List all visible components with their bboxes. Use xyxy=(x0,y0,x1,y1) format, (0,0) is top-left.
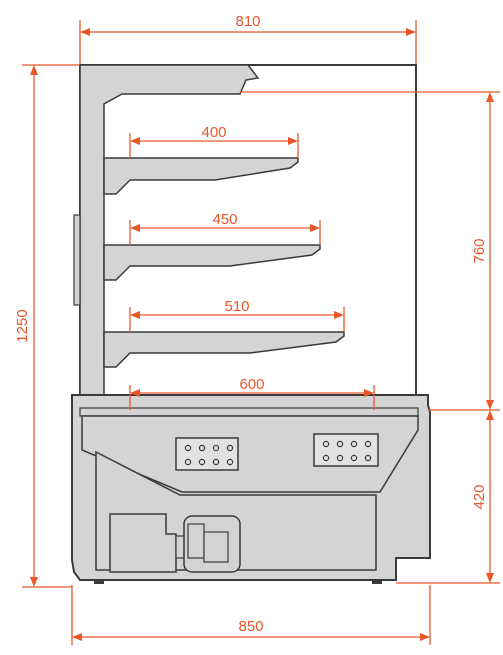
dimension-labels: 810 850 1250 760 420 400 450 510 600 xyxy=(14,13,488,635)
label-width-bottom: 850 xyxy=(238,618,263,635)
foot-left xyxy=(94,580,104,584)
base-deck xyxy=(79,407,419,417)
label-width-top: 810 xyxy=(235,13,260,30)
cabinet xyxy=(71,64,431,584)
shelf-2 xyxy=(103,244,321,281)
label-height-display: 760 xyxy=(471,238,488,263)
compressor-unit xyxy=(109,513,241,573)
shelf-1 xyxy=(103,157,299,195)
label-base-depth: 600 xyxy=(239,376,264,393)
vent-grille-right xyxy=(313,433,379,467)
label-shelf-2: 450 xyxy=(212,211,237,228)
shelf-3 xyxy=(103,331,345,368)
dimension-lines xyxy=(22,20,500,645)
label-height-total: 1250 xyxy=(14,309,31,342)
label-shelf-1: 400 xyxy=(201,124,226,141)
label-shelf-3: 510 xyxy=(224,298,249,315)
vent-grille-left xyxy=(175,437,239,471)
foot-right xyxy=(372,580,382,584)
label-height-base: 420 xyxy=(471,484,488,509)
side-rail xyxy=(73,214,81,306)
